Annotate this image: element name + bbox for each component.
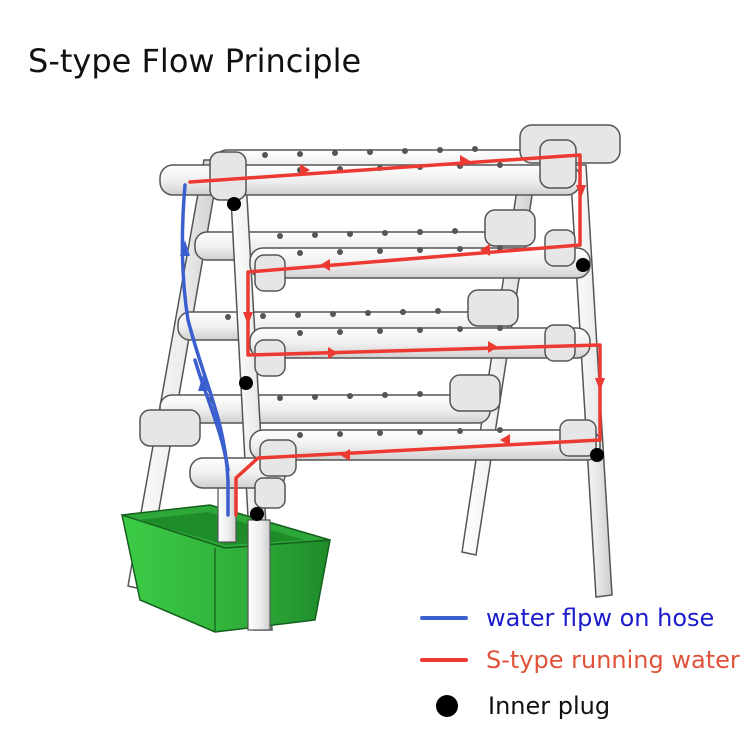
s-type-flow-arrows <box>243 155 605 461</box>
legend-inner-plug: Inner plug <box>420 690 610 722</box>
inner-plug-icon <box>227 197 241 211</box>
s-type-flow-line <box>188 153 602 517</box>
front-row-holes <box>297 162 503 438</box>
water-tank <box>121 479 331 633</box>
inner-plug-icon <box>576 258 590 272</box>
inner-plugs <box>227 197 604 521</box>
legend-label: Inner plug <box>488 692 611 720</box>
legend-hose-flow: water flpw on hose <box>420 602 714 634</box>
legend-label: S-type running water <box>486 646 740 674</box>
hose-flow-arrows <box>180 240 208 391</box>
legend-blue-line-icon <box>420 616 468 620</box>
legend-plug-dot-icon <box>436 695 458 717</box>
inner-plug-icon <box>250 507 264 521</box>
legend-s-type-flow: S-type running water <box>420 644 740 676</box>
inner-plug-icon <box>239 376 253 390</box>
inner-plug-icon <box>590 448 604 462</box>
hose-flow-line <box>180 183 230 517</box>
front-connectors <box>209 139 597 509</box>
page-title: S-type Flow Principle <box>28 42 362 80</box>
back-row-holes <box>207 146 478 403</box>
legend-red-line-icon <box>420 658 468 662</box>
legend-label: water flpw on hose <box>486 604 715 632</box>
